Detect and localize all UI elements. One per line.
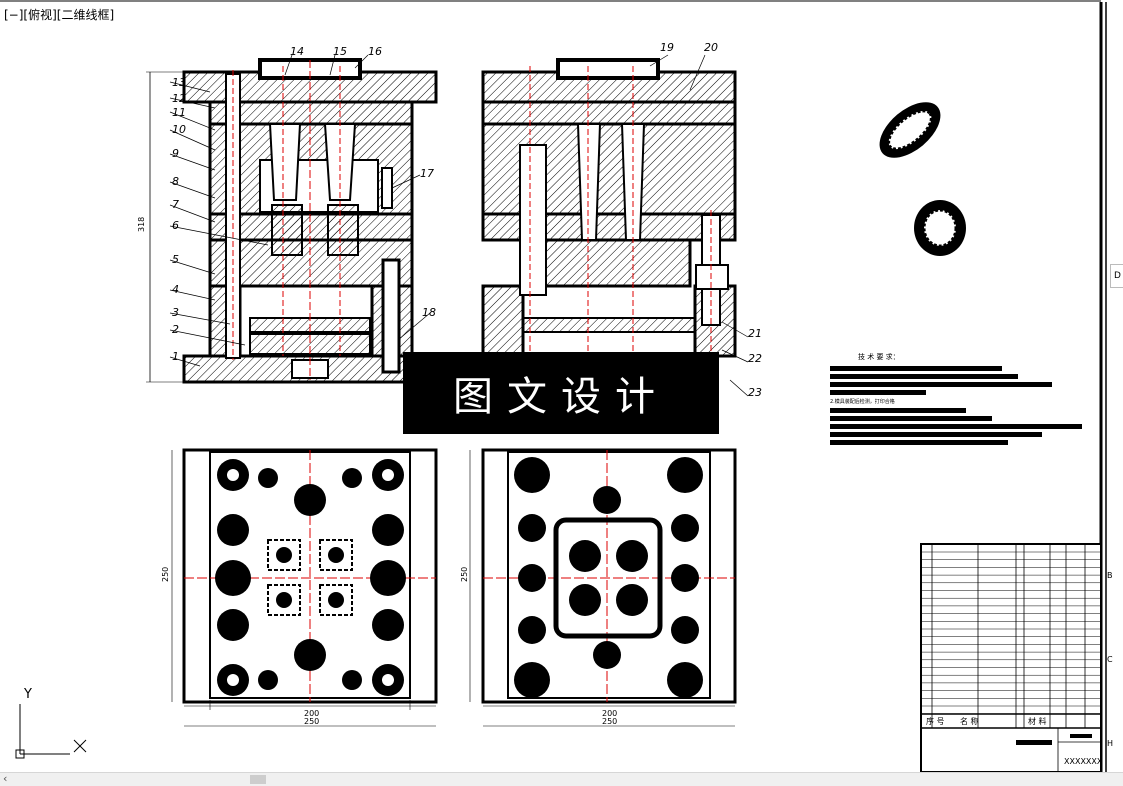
side-panel-tab[interactable]: D [1110,264,1123,288]
balloon-19: 19 [660,41,674,54]
tech-req-line [830,440,1008,445]
dim-plate-height-left: 250 [161,567,170,582]
scrollbar-thumb[interactable] [250,775,266,784]
balloon-17: 17 [420,167,434,180]
part-3d-view-1 [879,102,941,158]
tech-req-line [830,374,1018,379]
balloon-23: 23 [748,386,762,399]
tech-req-line [830,408,966,413]
ucs-y-label: Y [23,687,32,702]
balloon-12: 12 [172,92,186,105]
dim-overall-height: 318 [137,217,146,232]
balloon-7: 7 [172,198,179,211]
ruler-mark-h: H [1107,739,1113,748]
balloon-2: 2 [172,323,179,336]
ruler-mark-b: B [1107,571,1113,580]
horizontal-scrollbar[interactable]: ‹ [0,772,1123,786]
bom-rows [921,551,1101,714]
balloon-22: 22 [748,352,762,365]
bom-header-no: 序 号 [926,716,945,726]
dim-plate-inner-left: 200 [304,709,319,718]
section-view-left [146,58,438,384]
tech-req-line [830,424,1082,429]
dim-plate-outer-right: 250 [602,717,617,726]
balloon-6: 6 [172,219,179,232]
balloon-4: 4 [172,283,179,296]
balloon-5: 5 [172,253,179,266]
dim-plate-outer-left: 250 [304,717,319,726]
dim-plate-inner-right: 200 [602,709,617,718]
leader-lines-right [649,54,749,397]
leader-lines-left [169,54,431,367]
tech-req-line [830,382,1052,387]
balloon-3: 3 [172,306,179,319]
balloon-15: 15 [333,45,347,58]
tech-req-line [830,416,992,421]
balloon-20: 20 [704,41,718,54]
balloon-11: 11 [172,106,186,119]
ucs-icon[interactable] [15,704,87,759]
bill-of-materials [920,543,1102,773]
balloon-18: 18 [422,306,436,319]
bom-header-material: 材 料 [1028,716,1047,726]
balloon-9: 9 [172,147,179,160]
tech-req-line [830,432,1042,437]
balloon-14: 14 [290,45,304,58]
bom-header-name: 名 称 [960,716,979,726]
plan-view-right [469,448,737,727]
viewport-label[interactable]: [−][俯视][二维线框] [4,8,115,22]
drawing-number: XXXXXXX [1064,757,1103,766]
tech-req-title: 技 术 要 求： [858,353,900,361]
plan-view-left [171,448,438,727]
section-view-right [481,58,737,358]
balloon-10: 10 [172,123,186,136]
balloon-1: 1 [172,350,179,363]
balloon-8: 8 [172,175,179,188]
ruler-mark-c: C [1107,655,1113,664]
part-3d-view-2 [914,200,966,256]
balloon-16: 16 [368,45,382,58]
dim-plate-height-right: 250 [460,567,469,582]
balloon-21: 21 [748,327,762,340]
watermark-banner: 图文设计 [403,352,719,434]
scroll-left-arrow-icon[interactable]: ‹ [3,772,8,785]
technical-requirements: 技 术 要 求： 2.模具装配后检测，打印合格 [830,352,1090,448]
balloon-13: 13 [172,76,186,89]
tech-req-line [830,390,926,395]
tech-req-line [830,366,1002,371]
tech-req-note: 2.模具装配后检测，打印合格 [830,399,895,405]
